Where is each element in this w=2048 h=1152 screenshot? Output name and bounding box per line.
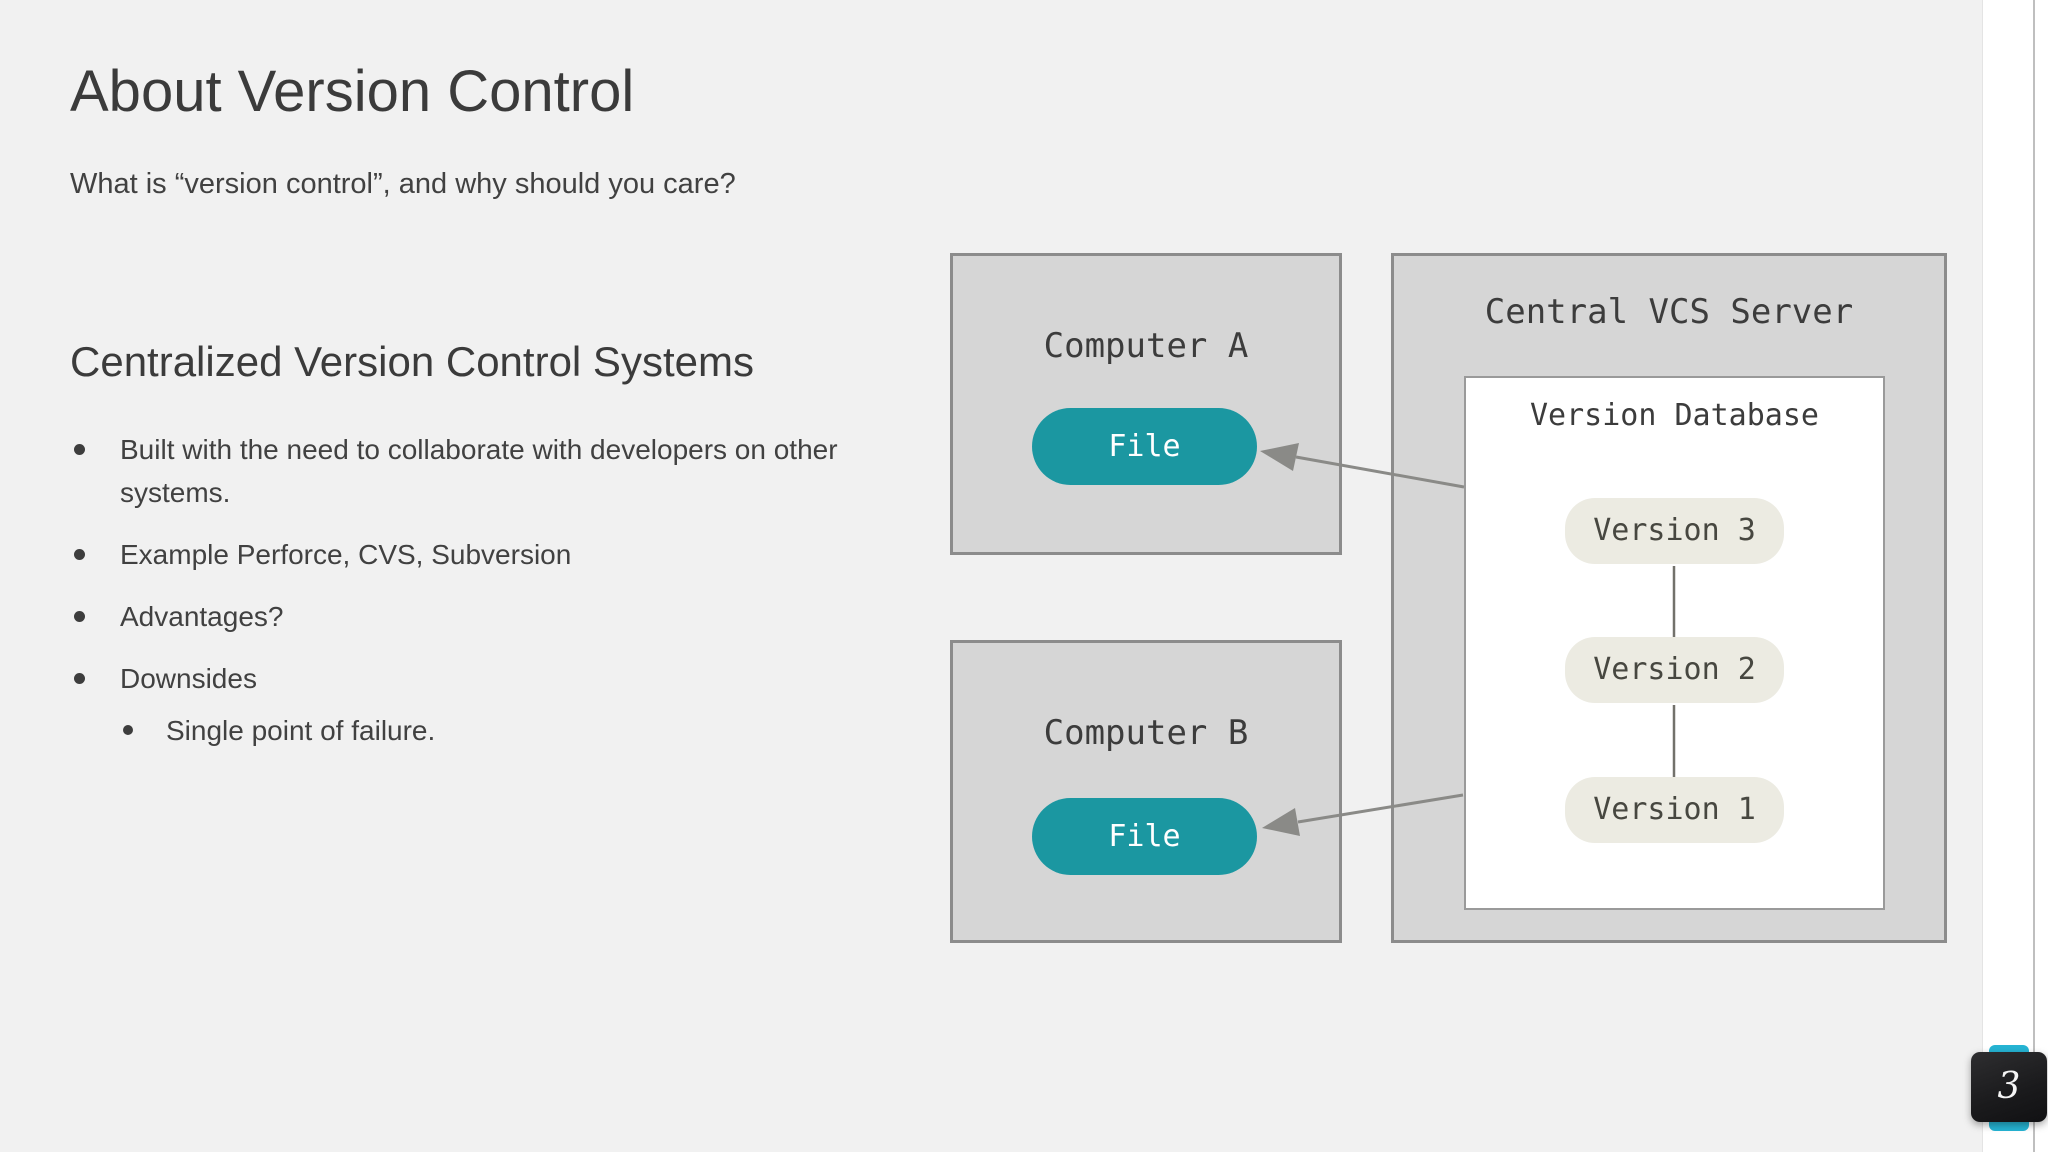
file-pill-computer-a: File	[1032, 408, 1257, 485]
version-database-label: Version Database	[1530, 398, 1819, 433]
slide-subtitle: What is “version control”, and why shoul…	[70, 168, 736, 200]
bullet-item: Downsides	[0, 657, 880, 700]
right-edge-strip	[1982, 0, 2048, 1152]
version-3-pill: Version 3	[1565, 498, 1784, 564]
bullet-text: Built with the need to collaborate with …	[120, 434, 838, 508]
bullet-item: Advantages?	[0, 595, 880, 638]
section-heading: Centralized Version Control Systems	[70, 338, 754, 385]
page-number-badge: 3	[1971, 1052, 2047, 1122]
bullet-item: Example Perforce, CVS, Subversion	[0, 533, 880, 576]
bullet-text: Downsides	[120, 663, 257, 694]
page-title: About Version Control	[70, 59, 635, 124]
computer-b-box: Computer B	[950, 640, 1342, 943]
bullet-text: Advantages?	[120, 601, 284, 632]
file-pill-computer-b: File	[1032, 798, 1257, 875]
computer-a-box: Computer A	[950, 253, 1342, 555]
right-edge-divider	[2033, 0, 2035, 1152]
bullet-text: Example Perforce, CVS, Subversion	[120, 539, 572, 570]
bullet-item: Built with the need to collaborate with …	[0, 428, 880, 514]
computer-a-label: Computer A	[1043, 326, 1249, 366]
bullet-list: Built with the need to collaborate with …	[0, 428, 880, 752]
version-2-pill: Version 2	[1565, 637, 1784, 703]
bullet-subitem: Single point of failure.	[0, 709, 880, 752]
version-1-pill: Version 1	[1565, 777, 1784, 843]
central-vcs-server-label: Central VCS Server	[1484, 292, 1854, 332]
bullet-text: Single point of failure.	[166, 715, 436, 746]
computer-b-label: Computer B	[1043, 713, 1249, 753]
